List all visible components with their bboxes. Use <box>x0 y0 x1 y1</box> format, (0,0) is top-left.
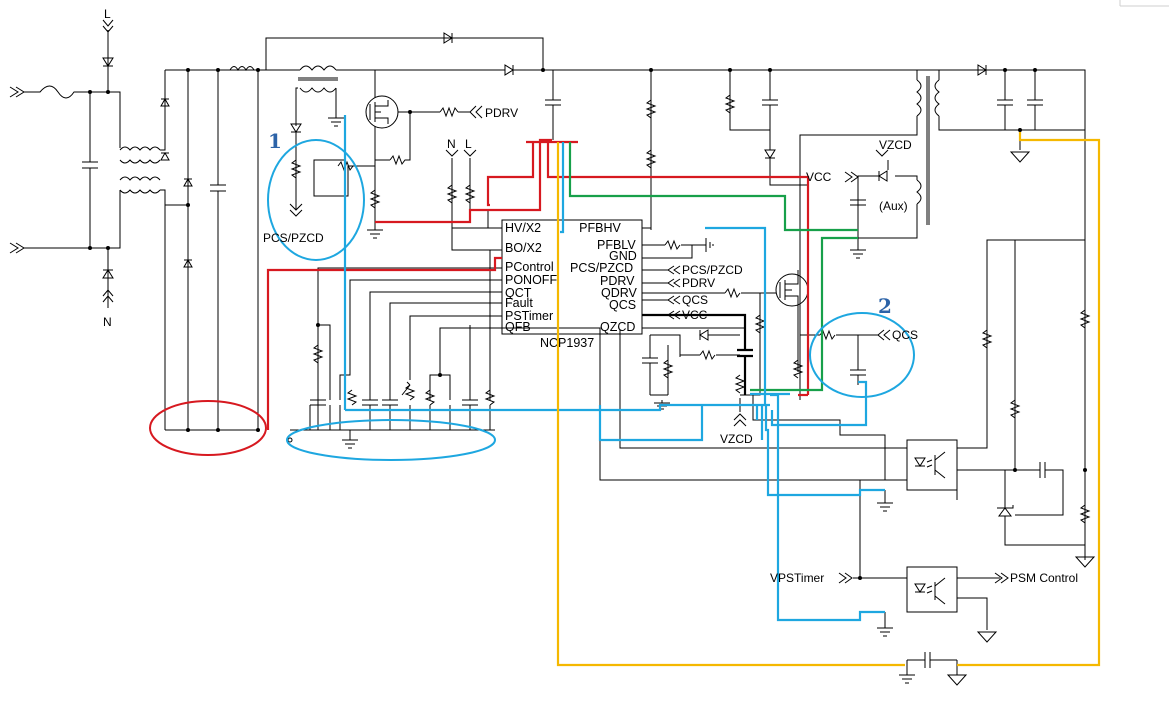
resistor-icon <box>389 154 407 166</box>
resistor-icon <box>664 239 681 251</box>
ncp1937-ic: NCP1937 HV/X2 BO/X2 PControl PONOFF QCT … <box>445 149 770 350</box>
ic-pin-pstimer: PSTimer <box>505 309 553 323</box>
secondary-ground-path <box>556 132 1101 667</box>
diode-icon <box>504 64 514 76</box>
timing-network <box>287 250 502 449</box>
ic-pin-hv-x2: HV/X2 <box>505 221 541 235</box>
fuse-icon <box>24 85 108 99</box>
label-hv-l: L <box>465 137 472 151</box>
ic-pin-qzcd: QZCD <box>600 320 635 334</box>
diode-icon <box>443 32 453 44</box>
ic-pin-pdrv: PDRV <box>600 274 635 288</box>
label-qcs-sense: QCS <box>892 328 918 342</box>
callout-qcs-circle <box>809 312 915 398</box>
ic-pin-gnd: GND <box>609 249 637 263</box>
ic-pin-bo-x2: BO/X2 <box>505 241 542 255</box>
label-pcs-pzcd-sense: PCS/PZCD <box>263 231 324 245</box>
ground-icon <box>976 631 998 643</box>
transformer-icon <box>299 65 337 71</box>
ic-pin-ponoff: PONOFF <box>505 273 557 287</box>
resistor-icon <box>369 189 381 209</box>
callout-ground-circle <box>286 419 496 461</box>
ic-pin-pfblv: PFBLV <box>597 238 636 252</box>
label-line-l: L <box>104 7 111 21</box>
bridge-rectifier <box>160 66 300 432</box>
ground-icon <box>1009 151 1031 163</box>
label-line-n: N <box>103 315 112 329</box>
label-psm-control: PSM Control <box>1010 571 1078 585</box>
signal-ground-path <box>343 115 885 622</box>
ic-pin-qdrv: QDRV <box>601 286 638 300</box>
resistor-icon <box>724 287 741 299</box>
diode-icon <box>102 57 114 67</box>
inductor-icon <box>119 146 161 194</box>
ic-pin-pcontrol: PControl <box>505 260 554 274</box>
inductor-icon <box>229 66 255 72</box>
label-vpstimer: VPSTimer <box>770 571 824 585</box>
diode-icon <box>183 177 193 187</box>
ic-pin-qfb: QFB <box>505 320 531 334</box>
label-qcs-out: QCS <box>682 293 708 307</box>
diode-icon <box>183 258 193 268</box>
label-vzcd-top: VZCD <box>879 138 912 152</box>
optocoupler-icon <box>906 439 958 491</box>
diode-icon <box>160 97 170 107</box>
llc-transformer <box>799 64 1086 400</box>
diode-icon <box>977 64 987 76</box>
pfc-mosfet <box>313 70 483 239</box>
label-pcs-pzcd-out: PCS/PZCD <box>682 263 743 277</box>
transformer-icon <box>916 79 922 117</box>
optocoupler-icon <box>906 566 958 613</box>
label-vcc-aux: VCC <box>806 170 832 184</box>
label-hv-n: N <box>447 137 456 151</box>
vcc-path <box>568 142 858 392</box>
zener-icon <box>998 507 1012 517</box>
callout-return-circle <box>149 400 267 456</box>
diode-icon <box>102 269 114 279</box>
ic-pin-qcs: QCS <box>609 298 636 312</box>
ground-icon <box>1074 556 1096 568</box>
mosfet-icon <box>365 95 399 129</box>
resistor-icon <box>699 349 716 361</box>
label-aux: (Aux) <box>879 199 908 213</box>
ac-input-section <box>9 19 166 430</box>
label-vcc-out: VCC <box>682 308 708 322</box>
label-pdrv: PDRV <box>485 106 518 120</box>
ic-pin-pfbhv: PFBHV <box>579 221 621 235</box>
ic-name: NCP1937 <box>540 336 594 350</box>
label-pdrv-out: PDRV <box>682 276 715 290</box>
resistor-icon <box>439 106 459 118</box>
label-vzcd-bottom: VZCD <box>720 432 753 446</box>
diode-icon <box>699 329 709 341</box>
callout-number-1: 1 <box>268 129 282 153</box>
callout-number-2: 2 <box>878 294 892 318</box>
pfc-transformer <box>289 64 1085 217</box>
callout-pcs-circle <box>267 139 365 261</box>
diode-icon <box>290 123 302 133</box>
pfc-gate-path <box>266 138 810 430</box>
ic-pin-pcs-pzcd: PCS/PZCD <box>570 261 633 275</box>
connector-arrow-icon <box>9 86 25 254</box>
ic-pin-qct: QCT <box>505 286 532 300</box>
resistor-icon <box>290 159 302 179</box>
ic-pin-fault: Fault <box>505 296 533 310</box>
diode-icon <box>878 170 888 182</box>
ground-icon <box>946 674 968 686</box>
diode-icon <box>160 151 170 161</box>
llc-mosfet <box>754 270 809 379</box>
diode-icon <box>764 149 776 159</box>
